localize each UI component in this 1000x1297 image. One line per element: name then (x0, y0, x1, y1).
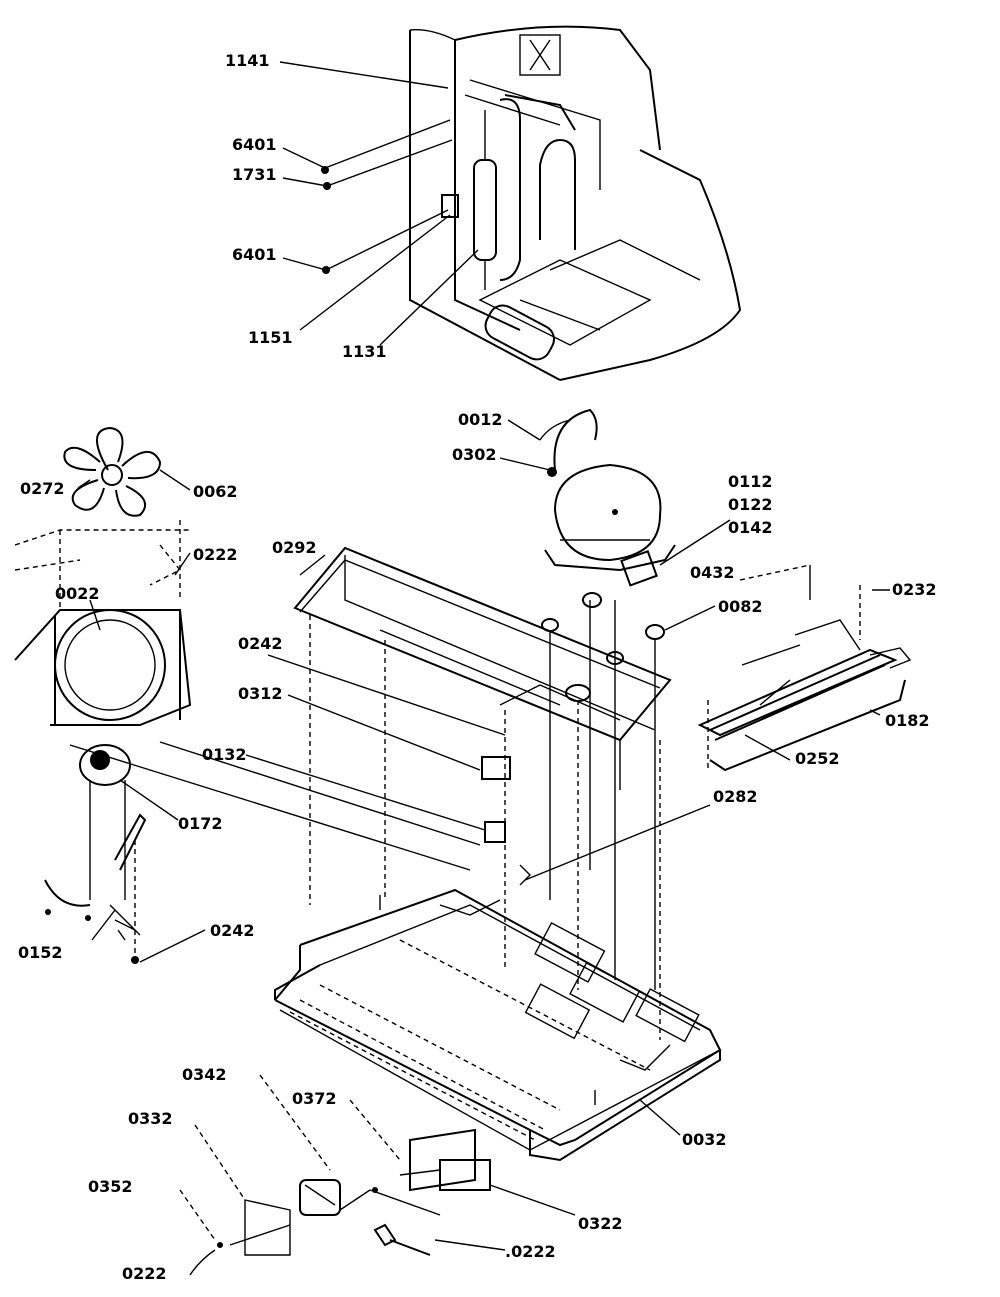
label-0342: 0342 (182, 1065, 227, 1084)
label-0242-upper: 0242 (238, 634, 283, 653)
label-0032: 0032 (682, 1130, 727, 1149)
label-0332: 0332 (128, 1109, 173, 1128)
label-0022: 0022 (55, 584, 100, 603)
electrical-parts (179, 1074, 576, 1276)
label-0142: 0142 (728, 518, 773, 537)
label-0292: 0292 (272, 538, 317, 557)
fan-blade-icon (63, 426, 162, 517)
label-0372: 0372 (292, 1089, 337, 1108)
label-1141: 1141 (225, 51, 270, 70)
label-0272: 0272 (20, 479, 65, 498)
label-0352: 0352 (88, 1177, 133, 1196)
label-0222-mid: .0222 (505, 1242, 556, 1261)
label-0182: 0182 (885, 711, 930, 730)
label-0012: 0012 (458, 410, 503, 429)
label-1731: 1731 (232, 165, 277, 184)
cover-panel (245, 546, 711, 1040)
label-0302: 0302 (452, 445, 497, 464)
label-0312: 0312 (238, 684, 283, 703)
label-0322: 0322 (578, 1214, 623, 1233)
part-number-labels: 1141 6401 1731 6401 1151 1131 0012 0302 … (18, 51, 937, 1283)
label-0222-upper: 0222 (193, 545, 238, 564)
label-1131: 1131 (342, 342, 387, 361)
label-0242-lower: 0242 (210, 921, 255, 940)
label-0222-bottom: 0222 (122, 1264, 167, 1283)
right-bracket-parts (697, 564, 912, 772)
label-1151: 1151 (248, 328, 293, 347)
label-0232: 0232 (892, 580, 937, 599)
label-0112: 0112 (728, 472, 773, 491)
label-6401-lower: 6401 (232, 245, 277, 264)
label-0132: 0132 (202, 745, 247, 764)
label-0172: 0172 (178, 814, 223, 833)
label-0432: 0432 (690, 563, 735, 582)
label-0062: 0062 (193, 482, 238, 501)
label-0122: 0122 (728, 495, 773, 514)
rear-tubing-assembly (279, 25, 742, 381)
label-6401-upper: 6401 (232, 135, 277, 154)
label-0152: 0152 (18, 943, 63, 962)
compressor-assembly (499, 408, 731, 990)
label-0252: 0252 (795, 749, 840, 768)
condenser-fan-assembly (14, 426, 481, 964)
label-0082: 0082 (718, 597, 763, 616)
label-0282: 0282 (713, 787, 758, 806)
base-pan (274, 888, 722, 1162)
